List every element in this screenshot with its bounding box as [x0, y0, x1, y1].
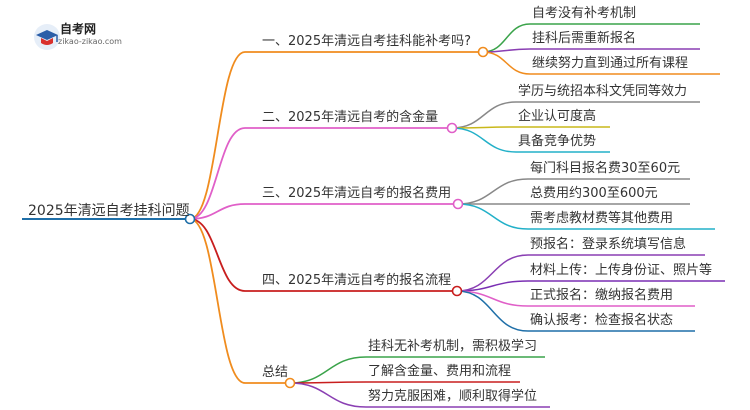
- leaf-label: 正式报名：缴纳报名费用: [530, 288, 674, 303]
- leaf-connector: [482, 51, 531, 75]
- branch-label-summary: 总结: [262, 365, 289, 380]
- branch-connector: [189, 218, 246, 384]
- branch-knob: [451, 285, 463, 297]
- leaf-label: 努力克服困难，顺利取得学位: [368, 389, 538, 404]
- leaf-connector: [456, 290, 529, 332]
- branch-knob: [446, 122, 458, 134]
- leaf-label: 需考虑教材费等其他费用: [530, 211, 674, 226]
- logo-url: zikao-zikao.com: [58, 37, 122, 46]
- leaf-connector: [456, 290, 529, 307]
- leaf-connector: [289, 356, 367, 384]
- branch-label-value: 二、2025年清远自考的含金量: [262, 110, 439, 125]
- leaf-label: 每门科目报名费30至60元: [530, 161, 681, 176]
- leaf-label: 具备竞争优势: [518, 134, 597, 149]
- branch-label-fee: 三、2025年清远自考的报名费用: [262, 186, 452, 201]
- leaf-label: 挂科无补考机制，需积极学习: [368, 339, 538, 354]
- leaf-connector: [456, 254, 529, 292]
- branch-label-retake: 一、2025年清远自考挂科能补考吗?: [262, 34, 471, 49]
- branch-knob: [284, 377, 296, 389]
- branch-label-process: 四、2025年清远自考的报名流程: [262, 273, 452, 288]
- leaf-label: 挂科后需重新报名: [532, 31, 637, 46]
- leaf-label: 继续努力直到通过所有课程: [532, 56, 689, 71]
- leaf-connector: [482, 23, 531, 53]
- branch-connector: [189, 127, 246, 220]
- leaf-label: 确认报考：检查报名状态: [530, 313, 674, 328]
- branch-connector: [189, 218, 246, 292]
- root-knob: [184, 213, 196, 225]
- leaf-label: 总费用约300至600元: [530, 186, 658, 201]
- branch-connector: [189, 203, 246, 220]
- leaf-connector: [457, 178, 529, 205]
- leaf-connector: [451, 101, 517, 129]
- leaf-connector: [451, 127, 517, 153]
- root-topic-label: 2025年清远自考挂科问题: [28, 203, 190, 219]
- branch-knob: [452, 198, 464, 210]
- graduation-cap-icon: [34, 24, 60, 50]
- branch-connector: [189, 51, 246, 220]
- leaf-label: 企业认可度高: [518, 109, 597, 124]
- leaf-label: 材料上传：上传身份证、照片等: [530, 263, 713, 278]
- leaf-connector: [457, 203, 529, 230]
- branch-knob: [477, 46, 489, 58]
- leaf-label: 自考没有补考机制: [532, 6, 637, 21]
- leaf-connector: [289, 382, 367, 408]
- leaf-label: 了解含金量、费用和流程: [368, 364, 512, 379]
- leaf-label: 学历与统招本科文凭同等效力: [518, 84, 688, 99]
- logo-title: 自考网: [60, 22, 97, 36]
- leaf-label: 预报名：登录系统填写信息: [530, 237, 687, 252]
- site-logo: [33, 18, 133, 58]
